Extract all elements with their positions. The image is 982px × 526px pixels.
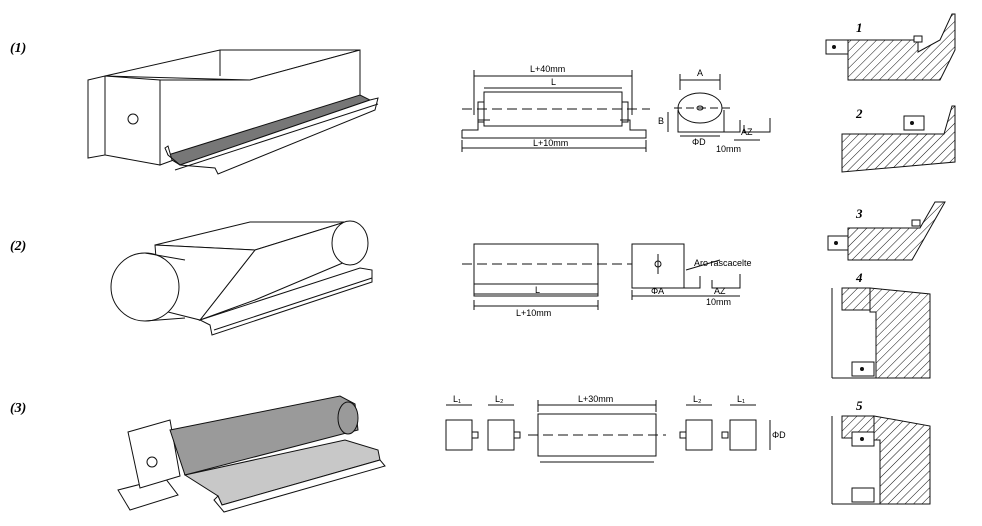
isometric-housing-1 xyxy=(87,49,361,166)
dim-l-plus-10: L+10mm xyxy=(533,138,568,148)
dim-phi-d-3: ΦD xyxy=(772,430,786,440)
tray-3 xyxy=(183,439,386,513)
dim-l1-right: L₁ xyxy=(737,394,745,404)
dimension-drawing-2 xyxy=(462,243,741,310)
tray-1 xyxy=(164,94,379,175)
step-label-3: 3 xyxy=(855,206,863,221)
step-label-2: 2 xyxy=(855,106,863,121)
step-label-5: 5 xyxy=(856,398,863,413)
dimension-drawing-3 xyxy=(445,400,771,463)
dimension-drawing-1-side xyxy=(461,70,650,152)
isometric-roller-3 xyxy=(117,395,359,511)
step-label-1: 1 xyxy=(856,20,863,35)
dim-l-2: L xyxy=(535,285,540,295)
label-aro-rascacelte: Aro rascacelte xyxy=(694,258,752,268)
dim-a: A xyxy=(697,68,703,78)
section-step-1 xyxy=(825,13,956,81)
tray-2 xyxy=(198,267,373,336)
dim-az: AZ xyxy=(741,127,753,137)
dimension-drawing-1-end xyxy=(667,74,771,141)
row-label-1: (1) xyxy=(10,41,26,56)
section-step-4 xyxy=(831,287,931,379)
dim-phi-d: ΦD xyxy=(692,137,706,147)
isometric-housing-2 xyxy=(110,220,369,322)
row-label-3: (3) xyxy=(10,401,26,416)
dim-l-plus-40: L+40mm xyxy=(530,64,565,74)
dim-l-plus-10-2: L+10mm xyxy=(516,308,551,318)
dim-l: L xyxy=(551,77,556,87)
dim-az-2: AZ xyxy=(714,286,726,296)
step-label-4: 4 xyxy=(855,270,863,285)
dim-b: B xyxy=(658,116,664,126)
dim-l2-left: L₂ xyxy=(495,394,504,404)
dim-l1-left: L₁ xyxy=(453,394,461,404)
dim-10mm: 10mm xyxy=(716,144,741,154)
dim-10mm-2: 10mm xyxy=(706,297,731,307)
section-step-2 xyxy=(841,105,956,173)
dim-phi-a: ΦA xyxy=(651,286,664,296)
dim-l-plus-30: L+30mm xyxy=(578,394,613,404)
dim-l2-right: L₂ xyxy=(693,394,702,404)
section-step-5 xyxy=(831,415,931,505)
section-step-3 xyxy=(827,201,946,261)
row-label-2: (2) xyxy=(10,239,26,254)
